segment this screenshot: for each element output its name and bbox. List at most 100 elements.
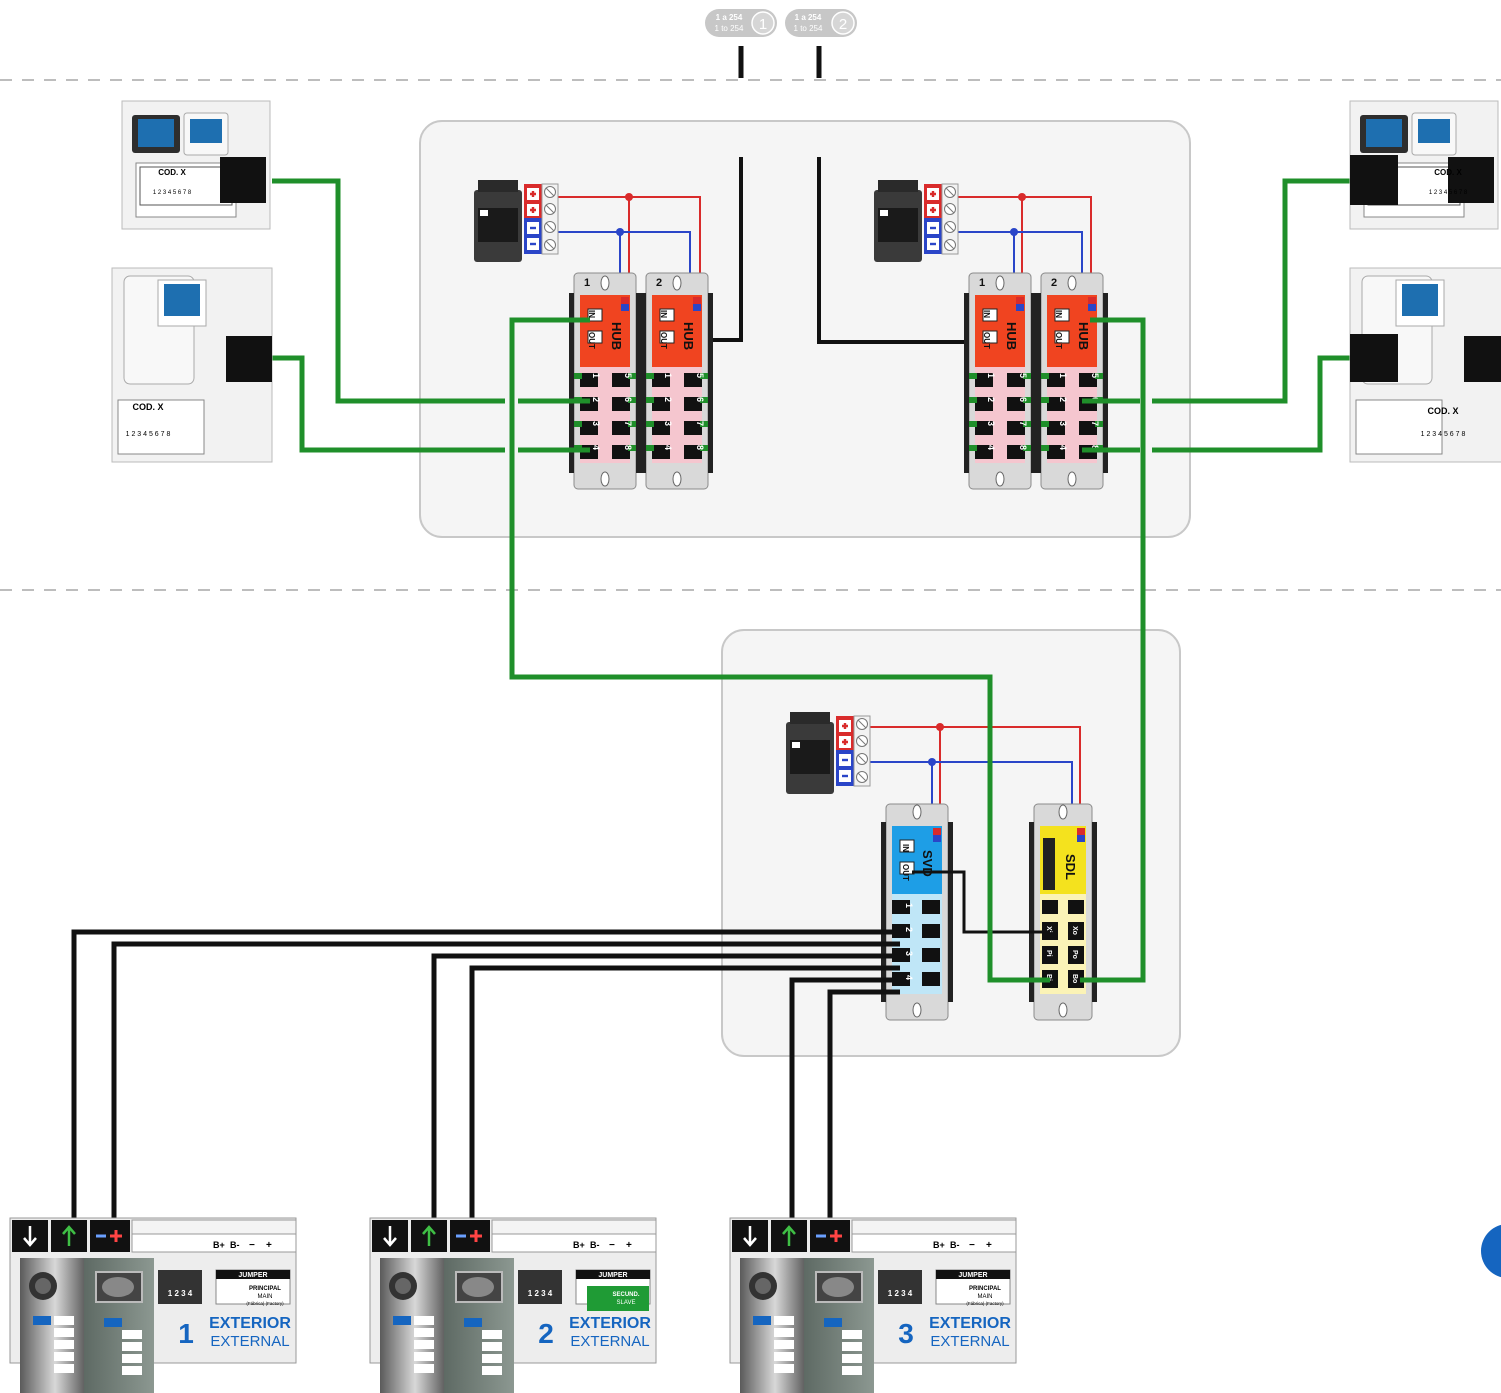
panel-3-exterior: EXTERIOR (929, 1315, 1011, 1332)
sdl-port-xi: Xi (1045, 926, 1052, 933)
sdl-port-bo: Bo (1071, 974, 1078, 983)
hub-l1-port-3: 3 (591, 421, 601, 426)
hub-r2-port-3: 3 (1058, 421, 1068, 426)
hub-l2-port-4: 4 (663, 445, 673, 450)
hub-r2-port-1: 1 (1058, 373, 1068, 378)
right-top-cod-label: COD. X (1434, 168, 1462, 177)
hub-l2-port-3: 3 (663, 421, 673, 426)
panel-1-jumper-mode-en: MAIN (258, 1294, 273, 1300)
panel-2-cable-b (469, 965, 900, 1218)
panel-1-jumper-mode: PRINCIPAL (249, 1286, 281, 1292)
riser-badge-1-range-en: 1 to 254 (715, 24, 744, 33)
hub-r2-port-5: 5 (1090, 373, 1100, 378)
sdl-port-pi: Pi (1045, 950, 1052, 957)
riser-badge-2-range: 1 a 254 (795, 13, 822, 22)
hub-right-2-label: HUB (1076, 322, 1091, 350)
left-bottom-dip-numbers: 1 2 3 4 5 6 7 8 (126, 431, 171, 438)
panel-3-jumper-note: (Fábrica) (Factory) (966, 1301, 1004, 1306)
hub-l1-port-7: 7 (623, 421, 633, 426)
bus-hub-right-to-sdl (1080, 317, 1146, 983)
riser-badge-1-number: 1 (759, 16, 767, 33)
panel-2-term-bminus: B- (590, 1240, 600, 1250)
hub-r1-port-7: 7 (1018, 421, 1028, 426)
panel-3-cable-a (789, 977, 900, 1218)
panel-3-term-minus: − (969, 1240, 975, 1251)
panel-1-texts: B+ B- − + 1 2 3 4 JUMPER PRINCIPAL MAIN … (168, 1240, 292, 1350)
panel-2-jumper-mode-en: SLAVE (617, 1300, 636, 1306)
hub-module-left-1 (568, 272, 642, 490)
hub-left-1-label: HUB (609, 322, 624, 350)
hub-right-2-out: OUT (1054, 332, 1063, 349)
left-top-dip-numbers: 1 2 3 4 5 6 7 8 (153, 190, 192, 196)
hub-l2-port-2: 2 (663, 397, 673, 402)
svd-module (881, 803, 953, 1021)
hub-l2-port-7: 7 (695, 421, 705, 426)
left-monitor-top (121, 100, 271, 230)
panel-2-term-plus: + (626, 1240, 632, 1251)
panel-2-jumper-title: JUMPER (598, 1272, 627, 1279)
panel-3-jumper-mode-en: MAIN (978, 1294, 993, 1300)
hub-l1-port-1: 1 (591, 373, 601, 378)
hub-r1-port-6: 6 (1018, 397, 1028, 402)
sdl-module (1029, 803, 1097, 1021)
hub-l1-port-2: 2 (591, 397, 601, 402)
panel-1-jumper-note: (Fábrica) (Factory) (246, 1301, 284, 1306)
panel-2-term-minus: − (609, 1240, 615, 1251)
panel-1-dip-numbers: 1 2 3 4 (168, 1289, 193, 1298)
svd-label: SVD (920, 850, 935, 877)
panel-3-term-bminus: B- (950, 1240, 960, 1250)
bus-right-monitor-2 (1152, 355, 1350, 453)
bus-right-monitor-1 (1152, 178, 1350, 404)
panel-2-number: 2 (538, 1318, 554, 1349)
power-supply-top-right (872, 178, 960, 264)
hub-right-2-in: IN (1054, 310, 1063, 318)
hub-r1-port-2: 2 (986, 397, 996, 402)
panel-1-external: EXTERNAL (210, 1333, 289, 1350)
sdl-port-po: Po (1071, 950, 1078, 959)
panel-1-cable-a (71, 929, 900, 1218)
panel-1-term-bplus: B+ (213, 1240, 225, 1250)
panel-1-jumper-title: JUMPER (238, 1272, 267, 1279)
hub-module-right-2 (1035, 272, 1109, 490)
panel-2-external: EXTERNAL (570, 1333, 649, 1350)
hub-right-1-out: OUT (982, 332, 991, 349)
hub-right-1-index: 1 (979, 277, 985, 289)
hub-l2-port-1: 1 (663, 373, 673, 378)
panel-3-jumper-title: JUMPER (958, 1272, 987, 1279)
hub-l1-port-5: 5 (623, 373, 633, 378)
svd-port-2: 2 (904, 927, 914, 932)
hub-right-1-label: HUB (1004, 322, 1019, 350)
riser-badge-1: 1 a 254 1 to 254 1 (705, 9, 777, 37)
hub-r1-port-5: 5 (1018, 373, 1028, 378)
hub-module-right-1 (963, 272, 1037, 490)
panel-3-jumper-mode: PRINCIPAL (969, 1286, 1001, 1292)
hub-l2-port-5: 5 (695, 373, 705, 378)
panel-2-slave-highlight (587, 1286, 649, 1311)
hub-l1-port-6: 6 (623, 397, 633, 402)
svd-port-1: 1 (904, 903, 914, 908)
panel-1-term-bminus: B- (230, 1240, 240, 1250)
panel-1-cable-b (111, 941, 900, 1218)
riser-badge-2-range-en: 1 to 254 (794, 24, 823, 33)
svd-to-sdl-cable (912, 870, 1050, 934)
right-top-dip-numbers: 1 2 3 4 5 6 7 8 (1429, 190, 1468, 196)
hub-left-2-in: IN (659, 310, 668, 318)
hub-left-2-index: 2 (656, 277, 662, 289)
hub-left-1-out: OUT (587, 332, 596, 349)
hub-left-1-in: IN (587, 310, 596, 318)
riser-badge-2-number: 2 (839, 16, 847, 33)
right-bottom-bus-box (1350, 334, 1398, 382)
svd-port-4: 4 (904, 975, 914, 980)
panel-3-number: 3 (898, 1318, 914, 1349)
power-supply-top-left (472, 178, 560, 264)
hub-l1-port-4: 4 (591, 445, 601, 450)
hub-r2-port-2: 2 (1058, 397, 1068, 402)
panel-3-external: EXTERNAL (930, 1333, 1009, 1350)
hub-r1-port-8: 8 (1018, 445, 1028, 450)
power-supply-bottom (784, 710, 872, 796)
hub-left-2-label: HUB (681, 322, 696, 350)
panel-1-term-minus: − (249, 1240, 255, 1251)
panel-2-cable-a (431, 953, 900, 1218)
hub-left-1-index: 1 (584, 277, 590, 289)
panel-2-texts: B+ B- − + 1 2 3 4 JUMPER SECUND. SLAVE 2… (528, 1240, 652, 1350)
